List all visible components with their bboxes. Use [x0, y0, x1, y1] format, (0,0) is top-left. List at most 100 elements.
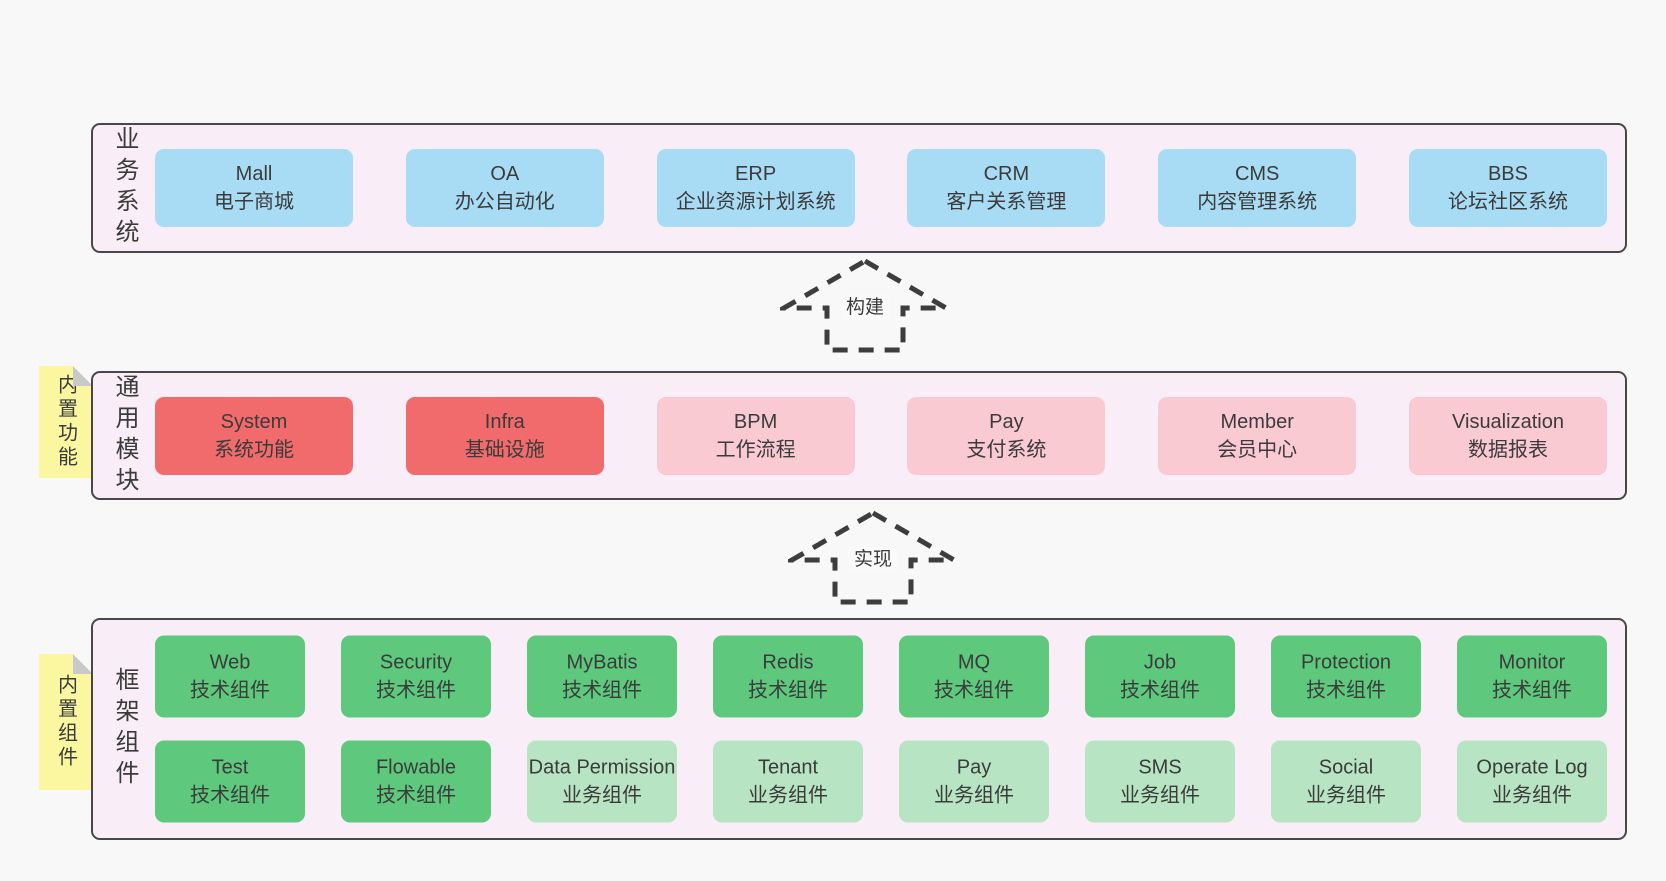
layer-label-framework-components: 框架组件 — [111, 667, 138, 791]
box-oa: OA 办公自动化 — [405, 149, 604, 227]
box-monitor: Monitor 技术组件 — [1457, 635, 1607, 718]
box-crm: CRM 客户关系管理 — [907, 149, 1106, 227]
box-subtitle: 技术组件 — [376, 784, 456, 807]
box-title: Test — [211, 756, 249, 779]
business-systems-row: Mall 电子商城 OA 办公自动化 ERP 企业资源计划系统 CRM 客户关系… — [155, 149, 1607, 227]
layer-common-modules: 通用模块 System 系统功能 Infra 基础设施 BPM 工作流程 Pay… — [91, 371, 1627, 500]
box-system: System 系统功能 — [155, 396, 353, 475]
sticky-note-text: 内置功能 — [54, 374, 77, 470]
box-title: Member — [1220, 410, 1294, 433]
framework-components-row-2: Test 技术组件 Flowable 技术组件 Data Permission … — [155, 740, 1607, 823]
box-title: Social — [1318, 756, 1374, 779]
box-title: Flowable — [375, 756, 457, 779]
box-title: Job — [1143, 651, 1177, 674]
folded-corner-icon — [73, 654, 93, 674]
box-subtitle: 论坛社区系统 — [1447, 191, 1568, 213]
box-title: Protection — [1300, 651, 1392, 674]
box-subtitle: 会员中心 — [1217, 438, 1298, 461]
box-job: Job 技术组件 — [1085, 635, 1235, 718]
box-subtitle: 业务组件 — [562, 784, 642, 807]
box-bbs: BBS 论坛社区系统 — [1408, 149, 1607, 227]
box-flowable: Flowable 技术组件 — [341, 740, 491, 823]
box-sms: SMS 业务组件 — [1085, 740, 1235, 823]
arrow-build: 构建 — [780, 257, 950, 354]
box-mall: Mall 电子商城 — [155, 149, 353, 227]
box-subtitle: 业务组件 — [934, 784, 1014, 807]
box-title: Pay — [989, 410, 1024, 433]
box-subtitle: 业务组件 — [1306, 784, 1386, 807]
box-title: Data Permission — [528, 756, 676, 779]
box-subtitle: 技术组件 — [562, 679, 642, 702]
arrow-build-label: 构建 — [840, 295, 890, 320]
box-title: Security — [379, 651, 453, 674]
folded-corner-icon — [73, 366, 93, 386]
box-subtitle: 业务组件 — [1120, 784, 1200, 807]
box-cms: CMS 内容管理系统 — [1158, 149, 1357, 227]
box-bpm: BPM 工作流程 — [656, 396, 855, 475]
box-subtitle: 企业资源计划系统 — [675, 191, 836, 213]
box-redis: Redis 技术组件 — [713, 635, 863, 718]
box-title: Visualization — [1452, 410, 1564, 433]
box-mq: MQ 技术组件 — [899, 635, 1049, 718]
box-subtitle: 电子商城 — [214, 191, 294, 213]
box-title: Infra — [484, 410, 525, 433]
box-operate-log: Operate Log 业务组件 — [1457, 740, 1607, 823]
box-mybatis: MyBatis 技术组件 — [527, 635, 677, 718]
common-modules-row: System 系统功能 Infra 基础设施 BPM 工作流程 Pay 支付系统… — [155, 396, 1607, 475]
box-title: BBS — [1487, 163, 1528, 185]
box-protection: Protection 技术组件 — [1271, 635, 1421, 718]
box-pay: Pay 支付系统 — [907, 396, 1106, 475]
box-test: Test 技术组件 — [155, 740, 305, 823]
box-title: Mall — [235, 163, 273, 185]
box-subtitle: 内容管理系统 — [1197, 191, 1318, 213]
layer-label-business-systems: 业务系统 — [111, 126, 138, 250]
dashed-up-arrow-icon — [788, 510, 958, 605]
arrow-implement: 实现 — [788, 509, 958, 606]
layer-framework-components: 框架组件 Web 技术组件 Security 技术组件 MyBatis 技术组件… — [91, 618, 1627, 840]
box-title: CRM — [983, 163, 1030, 185]
box-erp: ERP 企业资源计划系统 — [656, 149, 855, 227]
box-subtitle: 技术组件 — [1120, 679, 1200, 702]
box-subtitle: 工作流程 — [715, 438, 796, 461]
box-subtitle: 数据报表 — [1467, 438, 1548, 461]
framework-components-row-1: Web 技术组件 Security 技术组件 MyBatis 技术组件 Redi… — [155, 635, 1607, 718]
box-subtitle: 业务组件 — [748, 784, 828, 807]
box-title: Operate Log — [1476, 756, 1588, 779]
box-subtitle: 系统功能 — [214, 438, 294, 461]
dashed-up-arrow-icon — [780, 258, 950, 353]
box-subtitle: 技术组件 — [190, 679, 270, 702]
box-tenant: Tenant 业务组件 — [713, 740, 863, 823]
framework-components-rows: Web 技术组件 Security 技术组件 MyBatis 技术组件 Redi… — [155, 635, 1607, 823]
box-title: MQ — [957, 651, 991, 674]
sticky-note-built-in-components: 内置组件 — [39, 654, 93, 790]
box-subtitle: 技术组件 — [190, 784, 270, 807]
box-member: Member 会员中心 — [1158, 396, 1357, 475]
box-title: SMS — [1138, 756, 1182, 779]
box-title: Web — [209, 651, 251, 674]
box-subtitle: 技术组件 — [748, 679, 828, 702]
box-security: Security 技术组件 — [341, 635, 491, 718]
box-infra: Infra 基础设施 — [405, 396, 604, 475]
box-title: System — [220, 410, 288, 433]
box-visualization: Visualization 数据报表 — [1408, 396, 1607, 475]
layer-label-common-modules: 通用模块 — [111, 373, 138, 498]
box-subtitle: 技术组件 — [1492, 679, 1572, 702]
box-subtitle: 技术组件 — [1306, 679, 1386, 702]
box-subtitle: 技术组件 — [934, 679, 1014, 702]
box-title: ERP — [735, 163, 777, 185]
box-title: Monitor — [1498, 651, 1566, 674]
box-subtitle: 技术组件 — [376, 679, 456, 702]
box-title: MyBatis — [566, 651, 638, 674]
box-subtitle: 支付系统 — [966, 438, 1047, 461]
box-title: BPM — [733, 410, 778, 433]
sticky-note-built-in-functions: 内置功能 — [39, 366, 93, 478]
box-title: Pay — [956, 756, 992, 779]
box-title: Redis — [762, 651, 814, 674]
box-subtitle: 基础设施 — [464, 438, 545, 461]
box-title: Tenant — [757, 756, 819, 779]
box-social: Social 业务组件 — [1271, 740, 1421, 823]
box-subtitle: 客户关系管理 — [946, 191, 1067, 213]
box-subtitle: 业务组件 — [1492, 784, 1572, 807]
arrow-implement-label: 实现 — [848, 547, 898, 572]
